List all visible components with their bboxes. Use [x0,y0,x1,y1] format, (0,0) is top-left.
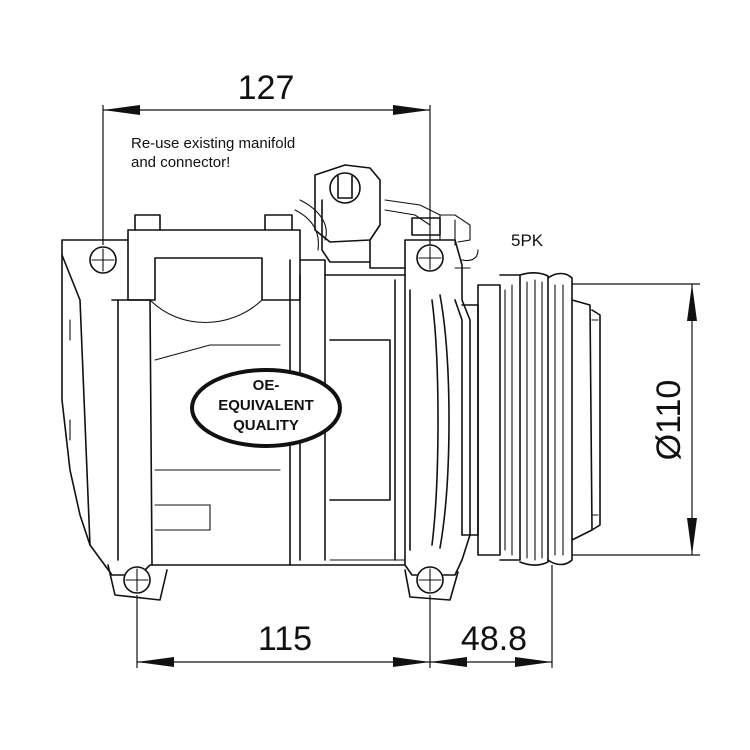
badge-line-2: EQUIVALENT [218,397,314,414]
badge-line-1: OE- [253,377,280,394]
mounting-hole-bottom-left [107,564,168,601]
belt-type-label: 5PK [511,231,544,250]
dimension-bottom-right: 48.8 [430,565,553,668]
mounting-hole-top-right [416,244,444,272]
mounting-hole-bottom-right [404,566,459,601]
manifold-note-line-1: Re-use existing manifold [131,135,295,152]
dimension-top: 127 [102,69,431,245]
dimension-bottom-left-label: 115 [258,620,312,658]
dimension-diameter-label: Ø110 [650,380,688,461]
dimension-diameter: Ø110 [572,283,700,556]
connector-manifold [294,164,479,269]
dimension-bottom-left: 115 [136,595,431,668]
pulley [461,272,601,566]
manifold-note-line-2: and connector! [131,154,230,171]
dimension-bottom-right-label: 48.8 [461,620,527,658]
mounting-hole-top-left [89,246,117,274]
dimension-top-label: 127 [238,69,295,107]
badge-line-3: QUALITY [233,417,299,434]
oe-equivalent-badge: OE- EQUIVALENT QUALITY [190,368,342,448]
